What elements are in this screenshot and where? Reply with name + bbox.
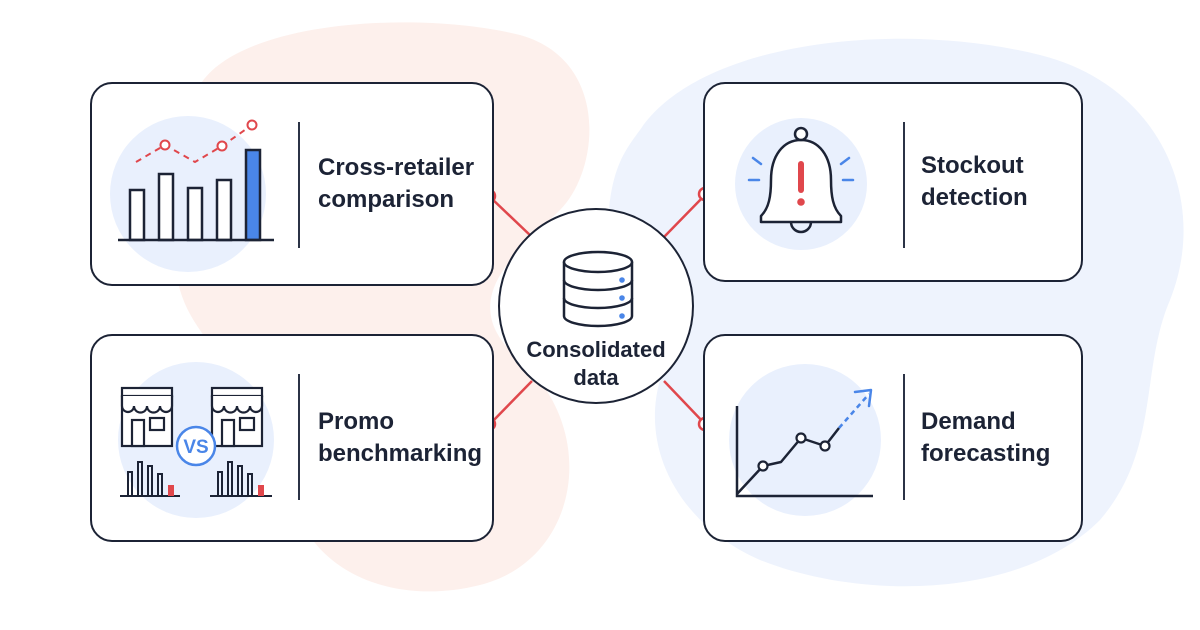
store-comparison-icon: VS: [118, 362, 274, 518]
store-icon: [210, 386, 264, 448]
connector-bottom-left: [489, 380, 533, 425]
vs-badge-text: VS: [183, 437, 208, 458]
card-demand-forecasting: Demand forecasting: [703, 334, 1083, 542]
card-cross-retailer-comparison: Cross-retailer comparison: [90, 82, 494, 286]
connector-bottom-right: [663, 380, 706, 425]
card-divider: [903, 374, 905, 500]
card-divider: [903, 122, 905, 248]
card-title-line1: Stockout: [921, 152, 1024, 179]
card-title-line2: benchmarking: [318, 440, 483, 467]
bar-line-chart-icon: [110, 116, 274, 272]
card-title: Demand forecasting: [921, 336, 1050, 540]
connector-top-right: [663, 194, 706, 238]
card-title-line1: Promo: [318, 408, 395, 435]
card-title: Cross-retailer comparison: [318, 84, 474, 284]
trend-forecast-icon: [729, 364, 881, 516]
card-title-line1: Demand: [921, 408, 1016, 435]
card-title: Stockout detection: [921, 84, 1028, 280]
card-title-line1: Cross-retailer: [318, 154, 475, 181]
connector-top-left: [489, 196, 533, 238]
card-title: Promo benchmarking: [318, 336, 482, 540]
vs-badge: [175, 425, 217, 467]
hub-label-line2: data: [573, 365, 619, 390]
card-stockout-detection: Stockout detection: [703, 82, 1083, 282]
card-divider: [298, 122, 300, 248]
alert-bell-icon: [735, 118, 867, 250]
card-divider: [298, 374, 300, 500]
consolidated-data-hub: Consolidated data: [498, 208, 694, 404]
store-icon: [120, 386, 174, 448]
hub-label-line1: Consolidated: [526, 337, 666, 362]
card-title-line2: detection: [921, 184, 1028, 211]
database-icon: [562, 250, 634, 328]
card-promo-benchmarking: VS Promo benchmarking: [90, 334, 494, 542]
card-title-line2: comparison: [318, 186, 455, 213]
card-title-line2: forecasting: [921, 440, 1051, 467]
hub-label: Consolidated data: [500, 336, 692, 392]
